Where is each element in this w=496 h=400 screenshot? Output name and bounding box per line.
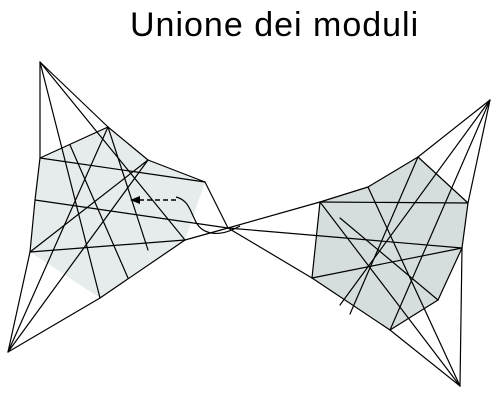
left-star-edge: [39, 61, 109, 128]
left-star-edge: [99, 239, 186, 299]
right-star-edge: [389, 329, 461, 387]
right-inner-line: [227, 227, 463, 249]
right-inner-line: [319, 201, 461, 387]
left-inner-line: [69, 144, 129, 279]
left-star-edge: [204, 181, 229, 229]
right-inner-line: [367, 186, 461, 387]
right-inner-line: [319, 201, 469, 204]
right-star-edge: [227, 227, 313, 279]
right-inner-lines: [227, 99, 491, 387]
left-star-edge: [147, 159, 206, 183]
right-star-edge: [417, 99, 491, 158]
right-inner-line: [311, 247, 463, 279]
left-inner-lines: [7, 61, 229, 353]
right-star-edge: [227, 201, 321, 229]
right-star-edge: [319, 186, 369, 203]
left-inner-line: [7, 159, 149, 353]
arrowhead-icon: [130, 196, 140, 204]
left-inner-line: [29, 159, 149, 253]
right-star-edge: [311, 201, 321, 279]
left-star-edge: [7, 297, 101, 353]
right-inner-line: [349, 156, 419, 315]
right-star-outline: [227, 99, 491, 387]
left-star-edge: [107, 126, 149, 161]
left-inner-line: [7, 126, 109, 353]
right-star-edge: [437, 247, 463, 301]
right-star-edge: [311, 277, 391, 331]
right-star-edge: [417, 156, 469, 204]
left-inner-line: [29, 239, 186, 253]
right-inner-line: [389, 99, 491, 331]
join-arrow: [130, 196, 241, 235]
left-inner-line: [39, 61, 101, 299]
join-arrow-path: [175, 196, 241, 235]
right-inner-line: [339, 217, 439, 301]
right-star-edge: [459, 99, 491, 387]
left-star-edge: [184, 227, 229, 241]
right-star-edge: [389, 299, 439, 331]
page-title: Unione dei moduli: [130, 6, 420, 44]
left-inner-line: [107, 126, 149, 251]
right-module-fill: [312, 157, 468, 330]
right-star-edge: [367, 156, 419, 188]
left-inner-line: [34, 199, 229, 229]
left-inner-line: [39, 61, 186, 241]
